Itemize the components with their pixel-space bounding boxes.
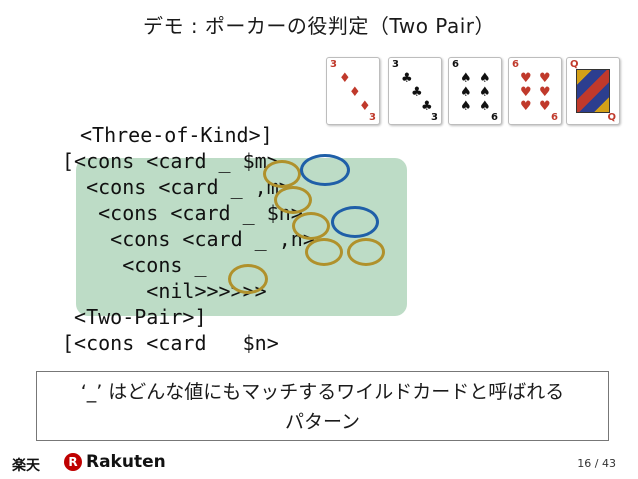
- code-line: <cons <card _ $n>: [62, 201, 303, 225]
- card-rank-corner: 3: [431, 112, 438, 123]
- caption-line-2: パターン: [284, 411, 361, 433]
- binding-ring-1: [300, 154, 350, 186]
- page-separator: /: [594, 457, 599, 470]
- rakuten-r-icon: R: [64, 453, 82, 471]
- wildcard-ring-2: [274, 186, 312, 214]
- code-line: <cons <card _ ,n>: [62, 227, 315, 251]
- code-line: <Three-of-Kind>]: [80, 123, 273, 147]
- code-line: <Two-Pair>]: [62, 305, 207, 329]
- page-number: 16 / 43: [577, 457, 616, 470]
- page-total: 43: [602, 457, 616, 470]
- card-3-clubs: 3 ♣ ♣ ♣ 3: [388, 57, 442, 125]
- card-6-hearts: 6 ♥ ♥ ♥ ♥ ♥ ♥ 6: [508, 57, 562, 125]
- rakuten-kanji-logo: 楽天: [12, 458, 40, 474]
- heart-pips-icon: ♥ ♥ ♥ ♥ ♥ ♥: [520, 71, 551, 114]
- spade-pips-icon: ♠ ♠ ♠ ♠ ♠ ♠: [460, 71, 491, 114]
- code-block: <Three-of-Kind>] [<cons <card _ $m> <con…: [62, 120, 482, 353]
- card-rank: Q: [570, 59, 579, 70]
- card-rank: 3: [330, 59, 337, 70]
- diamond-pips-icon: ♦ ♦ ♦: [339, 71, 371, 114]
- card-rank: 6: [512, 59, 519, 70]
- wildcard-ring-4: [305, 238, 343, 266]
- page-current: 16: [577, 457, 592, 470]
- slide-title: デモ : ポーカーの役判定（Two Pair）: [142, 14, 495, 38]
- binding-ring-2: [331, 206, 379, 238]
- queen-face-icon: [576, 69, 610, 113]
- card-6-spades: 6 ♠ ♠ ♠ ♠ ♠ ♠ 6: [448, 57, 502, 125]
- card-rank-corner: 6: [491, 112, 498, 123]
- wildcard-ring-1: [263, 160, 301, 188]
- rakuten-wordmark: Rakuten: [86, 452, 166, 472]
- card-queen-hearts: Q Q: [566, 57, 620, 125]
- code-line: <cons _: [62, 253, 207, 277]
- rakuten-logo: R Rakuten: [64, 452, 166, 472]
- card-rank: 6: [452, 59, 459, 70]
- code-line: <cons <card _ ,m>: [62, 175, 291, 199]
- card-rank-corner: 6: [551, 112, 558, 123]
- value-ring: [347, 238, 385, 266]
- wildcard-ring-5: [228, 264, 268, 294]
- caption-box: ‘_’ はどんな値にもマッチするワイルドカードと呼ばれる パターン: [36, 371, 609, 441]
- club-pips-icon: ♣ ♣ ♣: [401, 71, 433, 114]
- code-line: [<cons <card _ $m>: [62, 149, 279, 173]
- card-rank-corner: 3: [369, 112, 376, 123]
- card-3-diamonds: 3 ♦ ♦ ♦ 3: [326, 57, 380, 125]
- caption-line-1: ‘_’ はどんな値にもマッチするワイルドカードと呼ばれる: [80, 381, 565, 403]
- card-rank-corner: Q: [607, 112, 616, 123]
- wildcard-ring-3: [292, 212, 330, 240]
- code-line: [<cons <card _ $n>: [62, 331, 279, 353]
- card-rank: 3: [392, 59, 399, 70]
